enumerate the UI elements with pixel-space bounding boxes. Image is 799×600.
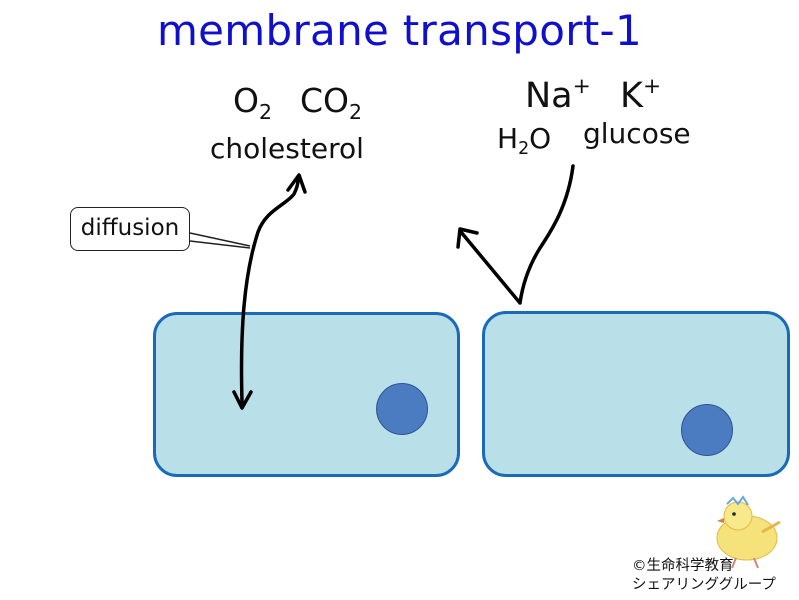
label-co2: CO2 <box>300 81 363 125</box>
chick-mascot-logo <box>716 495 781 569</box>
nucleus-left <box>376 383 428 435</box>
diffusion-callout: diffusion <box>70 207 190 251</box>
callout-pointer-line <box>189 232 251 247</box>
copyright-line-2: シェアリンググループ <box>632 577 776 593</box>
label-cholesterol: cholesterol <box>210 132 364 165</box>
callout-pointer-line <box>189 240 251 249</box>
copyright-line-1: ©生命科学教育 <box>632 558 734 574</box>
label-k-ion: K+ <box>620 74 662 117</box>
label-o2: O2 <box>233 81 272 125</box>
nucleus-right <box>681 404 733 456</box>
copyright-notice: ©生命科学教育 シェアリンググループ <box>632 557 776 595</box>
cell-right <box>482 311 790 477</box>
blocked-arrow <box>459 164 575 305</box>
arrowhead-reflect <box>456 227 479 249</box>
arrowhead-down <box>232 390 253 410</box>
label-h2o: H2O <box>497 122 552 160</box>
arrowhead-up <box>286 173 307 194</box>
label-na-ion: Na+ <box>525 74 591 117</box>
page-title: membrane transport-1 <box>156 6 643 55</box>
diffusion-arrow <box>239 178 300 404</box>
label-glucose: glucose <box>583 117 691 150</box>
